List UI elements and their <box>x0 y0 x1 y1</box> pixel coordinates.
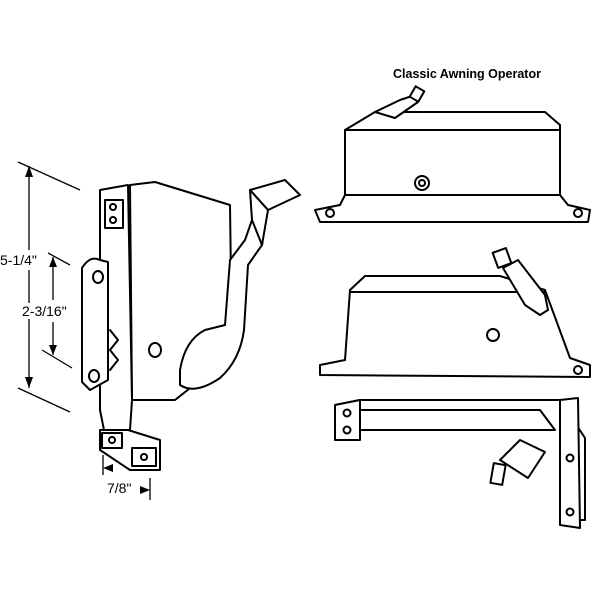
dimension-label-width: 7/8" <box>107 480 132 496</box>
operator-main-view <box>81 179 301 471</box>
operator-view-top <box>314 85 591 223</box>
operator-view-middle <box>319 247 591 378</box>
dimension-hole-spacing <box>41 252 73 369</box>
dimension-label-hole-spacing: 2-3/16" <box>22 303 67 319</box>
dimension-label-overall-height: 5-1/4" <box>0 252 37 268</box>
operator-view-bottom <box>334 397 586 529</box>
dimension-width <box>102 455 151 500</box>
diagram-title: Classic Awning Operator <box>393 67 541 81</box>
dimension-overall-height <box>17 161 81 413</box>
